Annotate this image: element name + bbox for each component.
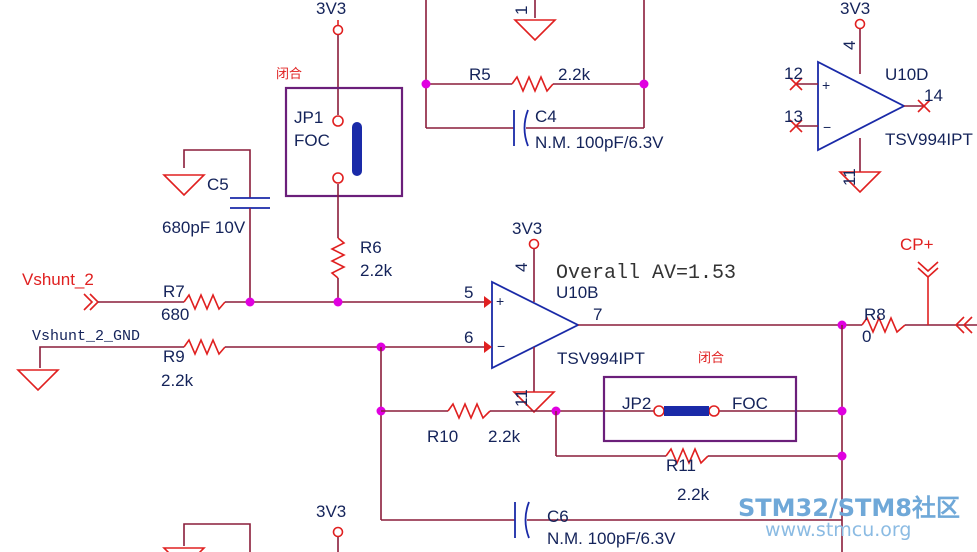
jp1-value: FOC [294,131,330,150]
u10d-pin12: 12 [784,64,803,83]
resistor-r10: R10 2.2k [427,401,521,446]
c5-ref: C5 [207,175,229,194]
vcc-bottom-label: 3V3 [316,502,346,521]
resistor-r6: R6 2.2k [330,237,393,280]
u10b-part: TSV994IPT [557,349,645,368]
u10b-pin7: 7 [593,305,602,324]
r7-value: 680 [161,305,189,324]
jp1-ref: JP1 [294,108,323,127]
jp1-shunt [352,122,362,176]
c4-value: N.M. 100pF/6.3V [535,133,664,152]
c6-value: N.M. 100pF/6.3V [547,529,676,548]
jp2-value: FOC [732,394,768,413]
r9-ref: R9 [163,347,185,366]
u10d-part: TSV994IPT [885,130,973,149]
cp-label: CP+ [900,235,934,254]
vcc-u10b-label: 3V3 [512,219,542,238]
jp2-ref: JP2 [622,394,651,413]
c5-value: 680pF 10V [162,218,246,237]
vcc-label: 3V3 [316,0,346,18]
jp2-note: 闭合 [698,351,724,366]
jp2-shunt [664,406,709,416]
net-vshunt2-gnd: Vshunt_2_GND [16,328,184,392]
u10b-pin11: 11 [512,389,531,407]
vcc-3v3-jp1: 3V3 [316,0,346,115]
r7-ref: R7 [163,282,185,301]
r10-value: 2.2k [488,427,521,446]
watermark: STM32/STM8社区 www.stmcu.org [738,494,960,541]
r8-value: 0 [862,327,871,346]
u10d-pin14: 14 [924,86,943,105]
r6-value: 2.2k [360,261,393,280]
vshunt2-gnd-label: Vshunt_2_GND [32,328,140,345]
u10b-ref: U10B [556,283,599,302]
bottom-partial: 3V3 [162,502,346,552]
u10d-minus: − [823,119,831,135]
r9-value: 2.2k [161,371,194,390]
opamp-u10d: 3V3 4 + − 12 13 14 U10D TSV994IPT 11 [784,0,973,194]
u10b-pin5: 5 [464,283,473,302]
top-feedback-r5-c4: 1 R5 2.2k C4 N.M. 100pF/6.3V [421,0,664,152]
capacitor-c5: C5 680pF 10V [162,149,270,302]
vcc-u10d-label: 3V3 [840,0,870,18]
u10d-pin11: 11 [840,168,859,186]
opamp-u10b: + − 5 6 7 U10B TSV994IPT 3V3 4 11 [464,219,645,414]
r6-ref: R6 [360,238,382,257]
jumper-jp1: 闭合 JP1 FOC [276,67,404,198]
net-cp: CP+ [900,235,973,334]
u10b-plus: + [496,293,504,309]
watermark-line2: www.stmcu.org [765,519,911,541]
r5-ref: R5 [469,65,491,84]
jumper-jp2: 闭合 JP2 FOC [602,351,798,443]
resistor-r9: R9 2.2k [161,337,226,390]
c4-ref: C4 [535,107,557,126]
capacitor-c6: C6 N.M. 100pF/6.3V [381,501,842,548]
u10b-pin6: 6 [464,328,473,347]
jp1-note: 闭合 [276,67,302,82]
resistor-r7: R7 680 [161,282,226,324]
r11-value: 2.2k [677,485,710,504]
gain-note: Overall AV=1.53 [556,262,736,285]
u10b-pin4: 4 [512,263,531,272]
top-pin1: 1 [512,6,531,15]
u10d-ref: U10D [885,65,928,84]
u10b-minus: − [497,338,505,354]
u10d-pin4: 4 [840,41,859,50]
r5-value: 2.2k [558,65,591,84]
u10d-plus: + [822,77,830,93]
r10-ref: R10 [427,427,458,446]
vshunt2-label: Vshunt_2 [22,270,94,289]
resistor-r8: R8 0 [861,305,906,346]
c6-ref: C6 [547,507,569,526]
r8-ref: R8 [864,305,886,324]
watermark-line1: STM32/STM8社区 [738,494,960,522]
net-vshunt2: Vshunt_2 [22,270,184,311]
u10d-pin13: 13 [784,107,803,126]
resistor-r11: R11 2.2k [665,446,710,504]
r11-ref: R11 [666,456,696,475]
